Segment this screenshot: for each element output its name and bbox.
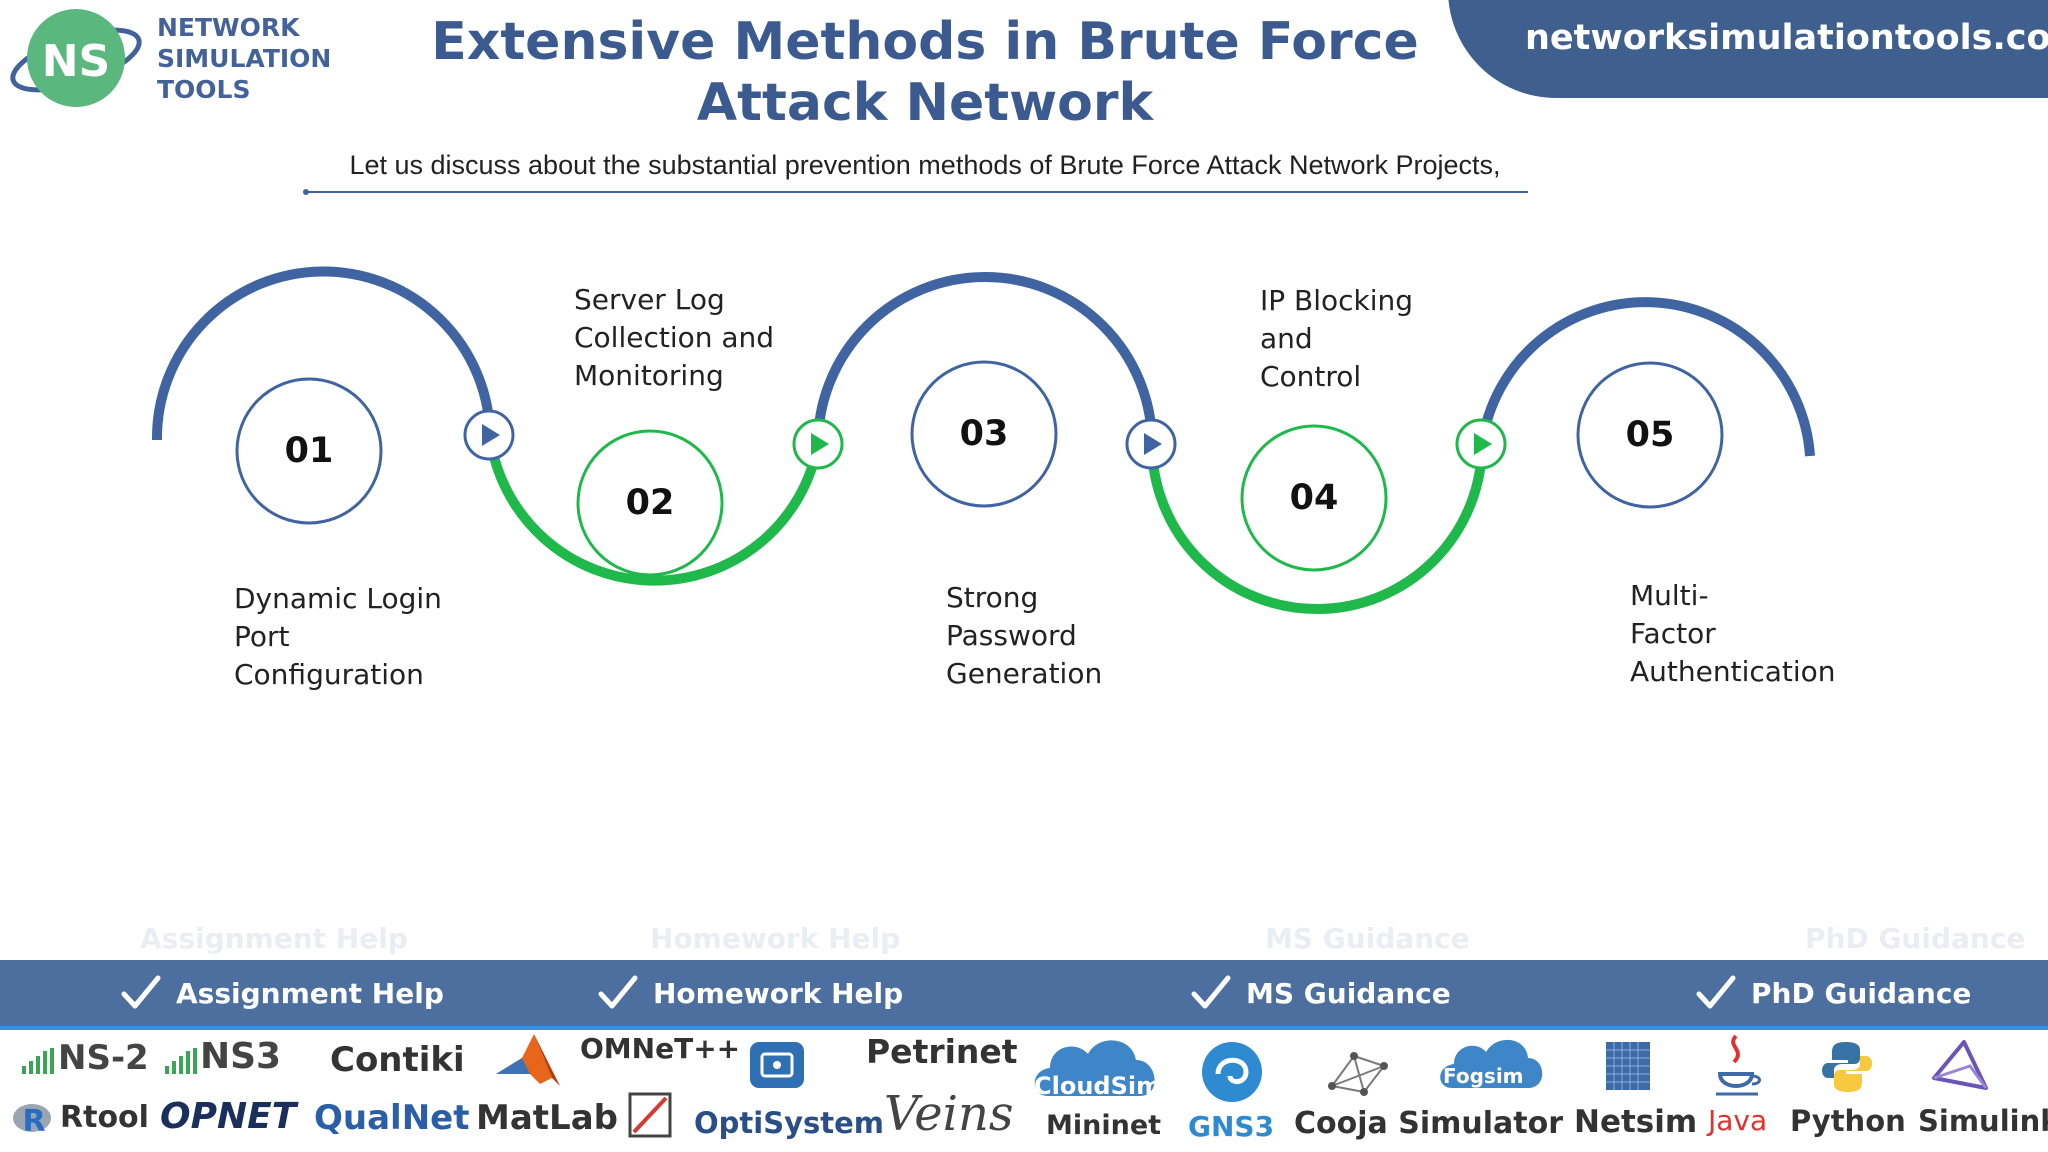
tool-rtool: Rtool [60, 1100, 149, 1135]
arc-04 [1147, 443, 1487, 614]
service-homework-help[interactable]: Homework Help [597, 960, 903, 1026]
play-icon [792, 418, 844, 470]
service-reflection: Homework Help [650, 922, 901, 955]
step-number-03: 03 [959, 414, 1009, 454]
service-assignment-help[interactable]: Assignment Help [120, 960, 444, 1026]
service-reflection: PhD Guidance [1805, 922, 2026, 955]
signal-bars-icon [165, 1048, 197, 1074]
play-icon [463, 409, 515, 461]
arc-01 [151, 266, 495, 441]
play-icon [1125, 418, 1177, 470]
simulink-logo-icon [1932, 1040, 1988, 1090]
step-circle-02 [576, 429, 724, 577]
logo-mark: NS [42, 36, 111, 87]
site-url-link[interactable]: networksimulationtools.com [1525, 18, 2048, 58]
check-icon [1191, 975, 1231, 1009]
arc-03 [813, 272, 1157, 445]
service-bar: Assignment Help Homework Help MS Guidanc… [0, 960, 2048, 1030]
tool-cloudsim: CloudSim [1034, 1072, 1162, 1100]
gns3-logo-icon [1202, 1042, 1262, 1102]
service-phd-guidance[interactable]: PhD Guidance [1695, 960, 1971, 1026]
python-logo-icon [1822, 1042, 1872, 1092]
tool-ns3: NS3 [200, 1036, 282, 1077]
tool-netsim: Netsim [1574, 1104, 1698, 1140]
tool-fogsim: Fogsim [1443, 1064, 1524, 1088]
arc-02 [485, 435, 823, 586]
tool-java: Java [1708, 1104, 1768, 1137]
service-label: Assignment Help [176, 976, 444, 1010]
process-diagram [151, 266, 1815, 614]
subtitle: Let us discuss about the substantial pre… [349, 150, 1501, 180]
tool-mininet: Mininet [1046, 1110, 1162, 1141]
tool-veins: Veins [884, 1086, 1014, 1142]
logo-line-1: NETWORK [157, 13, 300, 42]
tool-cooja-simulator: Cooja Simulator [1294, 1106, 1563, 1141]
tool-optisystem: OptiSystem [694, 1106, 885, 1140]
check-icon [1696, 975, 1736, 1009]
step-circle-03 [910, 360, 1058, 508]
step-label-01: Dynamic Login Port Configuration [234, 582, 442, 691]
tool-ns2: NS-2 [58, 1038, 149, 1078]
ns-logo: NS [10, 9, 142, 107]
step-label-02: Server Log Collection and Monitoring [574, 283, 775, 392]
optisystem-frame-icon [628, 1092, 672, 1138]
step-circle-04 [1240, 424, 1388, 572]
tool-petrinet: Petrinet [866, 1032, 1018, 1071]
tool-opnet: OPNET [160, 1096, 297, 1137]
java-cup-icon [1716, 1034, 1761, 1096]
tool-omnet: OMNeT++ [580, 1032, 741, 1065]
title-line-2: Attack Network [696, 73, 1154, 133]
step-number-02: 02 [625, 483, 675, 523]
service-ms-guidance[interactable]: MS Guidance [1190, 960, 1451, 1026]
tool-python: Python [1790, 1104, 1906, 1138]
cloud-icon [1034, 1040, 1155, 1096]
service-reflection: MS Guidance [1265, 922, 1470, 955]
site-banner [1448, 0, 2048, 98]
check-icon [598, 975, 638, 1009]
cloud-icon [1440, 1039, 1543, 1088]
arc-05 [1477, 297, 1815, 457]
step-label-03: Strong Password Generation [946, 581, 1103, 690]
tool-matlab: MatLab [476, 1098, 618, 1138]
step-circle-05 [1576, 361, 1724, 509]
tools-strip: NS-2 NS3 Contiki OMNeT++ Petrinet CloudS… [0, 1030, 2048, 1152]
step-label-04: IP Blocking and Control [1260, 284, 1414, 393]
service-reflection: Assignment Help [140, 922, 408, 955]
tool-gns3: GNS3 [1188, 1110, 1275, 1143]
check-icon [121, 975, 161, 1009]
optisystem-logo-icon [750, 1042, 804, 1088]
matlab-logo-icon [496, 1034, 560, 1086]
subtitle-underline [303, 189, 1528, 195]
logo-wordmark: NETWORK SIMULATION TOOLS [157, 12, 331, 105]
service-label: MS Guidance [1246, 976, 1451, 1010]
tool-qualnet: QualNet [314, 1098, 470, 1138]
tool-contiki: Contiki [330, 1040, 465, 1080]
service-label: Homework Help [653, 976, 904, 1010]
play-icon [1455, 418, 1507, 470]
netsim-logo-icon [1606, 1042, 1650, 1090]
signal-bars-icon [22, 1048, 54, 1074]
tool-simulink: Simulink [1918, 1104, 2048, 1138]
page-title: Extensive Methods in Brute Force Attack … [390, 12, 1460, 134]
r-logo-icon: R [13, 1104, 51, 1138]
step-number-01: 01 [284, 431, 334, 471]
network-graph-icon [1328, 1052, 1388, 1096]
step-number-05: 05 [1625, 415, 1675, 455]
step-number-04: 04 [1289, 478, 1339, 518]
logo-line-3: TOOLS [157, 75, 251, 104]
logo-line-2: SIMULATION [157, 44, 332, 73]
svg-text:R: R [22, 1104, 45, 1138]
title-line-1: Extensive Methods in Brute Force [431, 12, 1419, 72]
service-label: PhD Guidance [1751, 976, 1972, 1010]
step-circle-01 [235, 377, 383, 525]
step-label-05: Multi- Factor Authentication [1630, 579, 1836, 688]
